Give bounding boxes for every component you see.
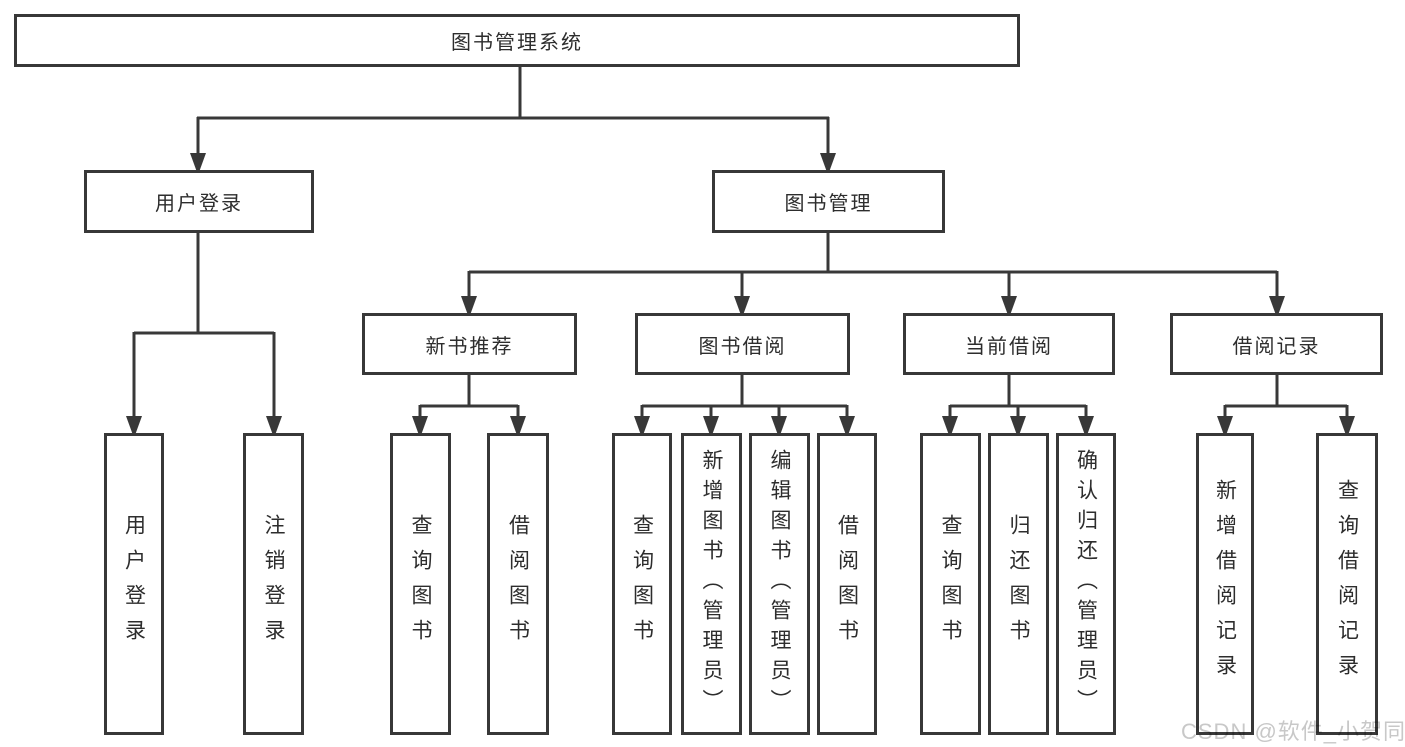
leaf-return-books: 归还图书 <box>988 433 1049 735</box>
leaf-add-books-admin: 新增图书（管理员） <box>681 433 742 735</box>
node-new-book-recommend: 新书推荐 <box>362 313 577 375</box>
leaf-user-login: 用户登录 <box>104 433 164 735</box>
leaf-add-borrow-record: 新增借阅记录 <box>1196 433 1254 735</box>
leaf-query-borrow-record: 查询借阅记录 <box>1316 433 1378 735</box>
leaf-borrow-books-recommend: 借阅图书 <box>487 433 549 735</box>
node-borrowing-records: 借阅记录 <box>1170 313 1383 375</box>
leaf-query-books-borrowing: 查询图书 <box>612 433 672 735</box>
leaf-query-books-current: 查询图书 <box>920 433 981 735</box>
leaf-query-books-recommend: 查询图书 <box>390 433 451 735</box>
leaf-logout: 注销登录 <box>243 433 304 735</box>
leaf-confirm-return-admin: 确认归还（管理员） <box>1056 433 1116 735</box>
node-library-management-system: 图书管理系统 <box>14 14 1020 67</box>
node-book-borrowing: 图书借阅 <box>635 313 850 375</box>
node-current-borrowing: 当前借阅 <box>903 313 1115 375</box>
node-user-login: 用户登录 <box>84 170 314 233</box>
leaf-borrow-books-borrowing: 借阅图书 <box>817 433 877 735</box>
leaf-edit-books-admin: 编辑图书（管理员） <box>749 433 810 735</box>
node-book-management: 图书管理 <box>712 170 945 233</box>
watermark: CSDN @软件_小贺同学 <box>1181 719 1405 744</box>
